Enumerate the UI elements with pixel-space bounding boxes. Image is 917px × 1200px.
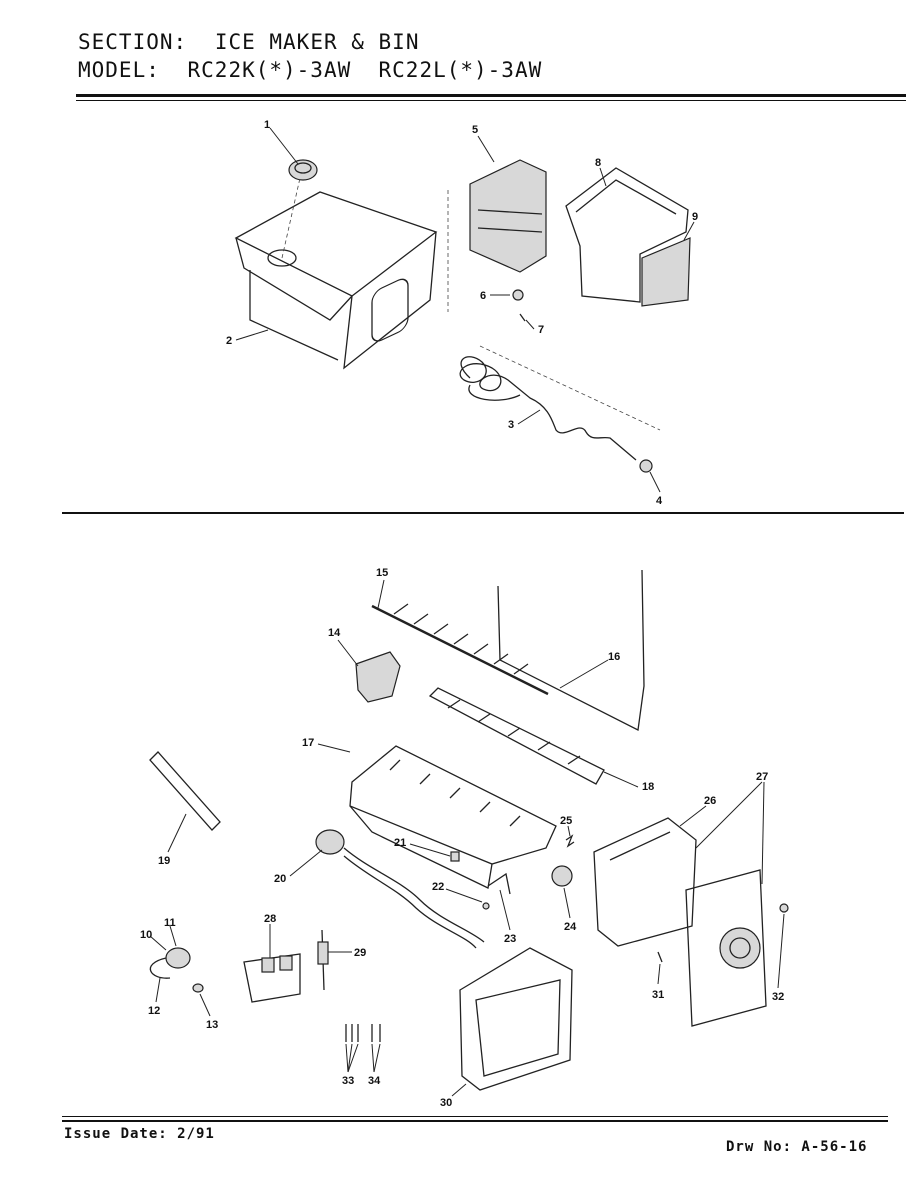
part-18-stripper <box>428 687 605 785</box>
callout-13: 13 <box>206 1019 218 1031</box>
callout-29: 29 <box>354 947 366 959</box>
callout-6: 6 <box>480 290 486 302</box>
part-3-fill-tube <box>459 345 661 461</box>
callout-26: 26 <box>704 795 716 807</box>
callout-16: 16 <box>608 651 620 663</box>
section-value: ICE MAKER & BIN <box>214 30 420 54</box>
issue-date: Issue Date: 2/91 <box>64 1126 215 1142</box>
callout-2: 2 <box>226 335 232 347</box>
part-29-fuse <box>317 929 329 991</box>
callout-7: 7 <box>538 324 544 336</box>
part-5-funnel <box>447 159 547 312</box>
callout-17: 17 <box>302 737 314 749</box>
part-23-bracket <box>487 872 511 895</box>
part-2-ice-bin <box>234 177 438 370</box>
callout-10: 10 <box>140 929 152 941</box>
part-6-nut <box>512 289 524 301</box>
part-15-ejector <box>371 603 549 696</box>
part-32-screw <box>779 903 789 913</box>
model-label: MODEL: <box>78 58 160 82</box>
callout-19: 19 <box>158 855 170 867</box>
part-28-switch-assembly <box>243 953 301 1003</box>
part-1-knob <box>288 159 318 181</box>
callout-15: 15 <box>376 567 388 579</box>
footer-rule <box>62 1120 888 1122</box>
part-26-housing <box>593 817 697 947</box>
callout-28: 28 <box>264 913 276 925</box>
footer-rule-upper <box>62 1116 888 1117</box>
header-rule-thick <box>76 94 906 97</box>
part-27-control-module <box>685 869 767 1027</box>
part-25-spring <box>565 834 575 848</box>
part-10-13-water-valve <box>149 947 204 993</box>
callout-34: 34 <box>368 1075 381 1087</box>
part-7-pin <box>519 313 526 322</box>
part-31-pin <box>657 951 663 963</box>
section-divider <box>62 512 904 514</box>
callout-21: 21 <box>394 837 406 849</box>
part-30-cover <box>459 947 573 1091</box>
callout-33: 33 <box>342 1075 354 1087</box>
callout-23: 23 <box>504 933 516 945</box>
part-24-gear <box>551 865 573 887</box>
callout-12: 12 <box>148 1005 160 1017</box>
drawing-number: Drw No: A-56-16 <box>726 1139 868 1155</box>
part-9-flap <box>641 237 691 307</box>
part-16-shield <box>497 569 645 731</box>
callout-1: 1 <box>264 119 270 131</box>
model-value: RC22K(*)-3AW RC22L(*)-3AW <box>187 58 543 82</box>
model-heading: MODEL: RC22K(*)-3AW RC22L(*)-3AW <box>78 58 542 82</box>
callout-32: 32 <box>772 991 784 1003</box>
callout-20: 20 <box>274 873 286 885</box>
part-21-clip <box>450 851 460 862</box>
callout-25: 25 <box>560 815 572 827</box>
callout-3: 3 <box>508 419 514 431</box>
callout-30: 30 <box>440 1097 452 1109</box>
callout-8: 8 <box>595 157 601 169</box>
header-rule-thin <box>76 100 906 101</box>
section-label: SECTION: <box>78 30 188 54</box>
part-8-chute <box>565 167 689 303</box>
part-19-heater-cover <box>149 751 221 831</box>
callout-18: 18 <box>642 781 654 793</box>
callout-5: 5 <box>472 124 478 136</box>
callout-4: 4 <box>656 495 663 507</box>
callout-24: 24 <box>564 921 577 933</box>
callout-9: 9 <box>692 211 698 223</box>
part-20-wire-harness <box>315 829 485 949</box>
callout-31: 31 <box>652 989 664 1001</box>
part-4-grommet <box>639 459 653 473</box>
callout-11: 11 <box>164 917 176 929</box>
leader-lines <box>149 127 785 1097</box>
callout-27: 27 <box>756 771 768 783</box>
part-22-screw <box>482 902 490 910</box>
section-heading: SECTION: ICE MAKER & BIN <box>78 30 419 54</box>
callout-22: 22 <box>432 881 444 893</box>
part-33-34-screws <box>345 1024 381 1042</box>
part-14-bracket <box>355 651 401 703</box>
callout-14: 14 <box>328 627 341 639</box>
part-17-mold <box>349 745 557 889</box>
